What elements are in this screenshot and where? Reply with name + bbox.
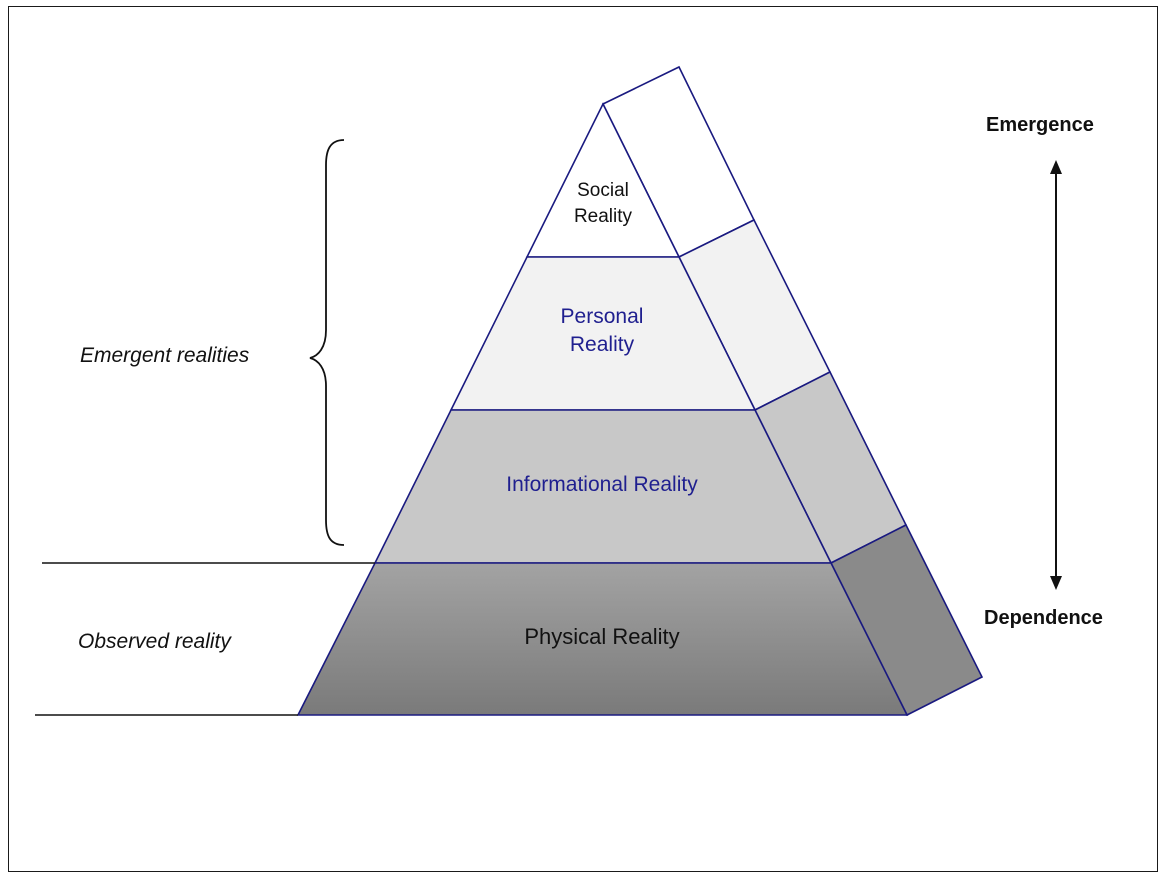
observed-reality-label: Observed reality	[78, 630, 231, 653]
personal-reality-label: Personal Reality	[532, 303, 672, 360]
social-reality-label: Social Reality	[553, 178, 653, 229]
emergence-label: Emergence	[986, 114, 1094, 136]
physical-layer	[296, 562, 909, 716]
informational-reality-label: Informational Reality	[506, 473, 698, 496]
emergent-realities-label: Emergent realities	[80, 344, 250, 367]
personal-line1: Personal	[560, 305, 644, 328]
physical-reality-label: Physical Reality	[524, 624, 680, 649]
dependence-label: Dependence	[984, 607, 1103, 629]
personal-line2: Reality	[569, 333, 635, 357]
diagram-frame	[8, 6, 1158, 872]
arrow-head-up	[1050, 160, 1062, 174]
social-line1: Social	[577, 180, 629, 201]
social-line2: Reality	[573, 205, 633, 227]
arrow-head-down	[1050, 576, 1062, 590]
emergent-brace	[309, 139, 345, 546]
